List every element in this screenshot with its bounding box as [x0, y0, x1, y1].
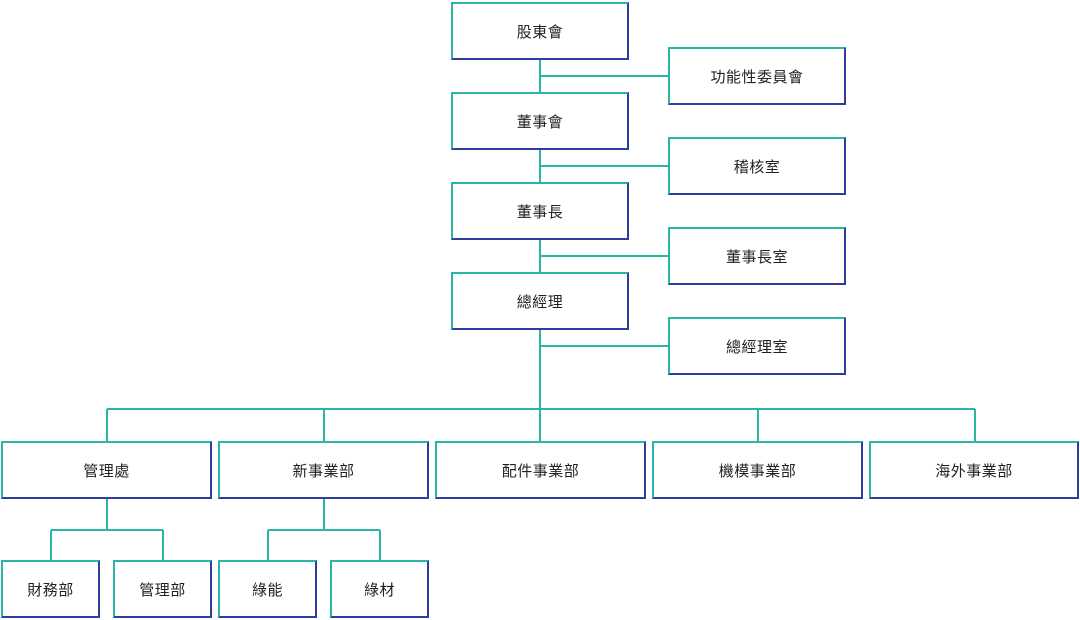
node-green-materials: 綠材 — [330, 560, 429, 618]
node-board: 董事會 — [451, 92, 629, 150]
node-green-energy: 綠能 — [218, 560, 317, 618]
node-label: 總經理 — [516, 292, 564, 311]
node-label: 董事長室 — [725, 247, 788, 266]
node-chairman: 董事長 — [451, 182, 629, 240]
node-general-manager: 總經理 — [451, 272, 629, 330]
node-label: 海外事業部 — [935, 461, 1013, 480]
node-label: 稽核室 — [733, 157, 781, 176]
node-audit-office: 稽核室 — [668, 137, 846, 195]
node-finance-dept: 財務部 — [1, 560, 100, 618]
node-label: 財務部 — [27, 580, 74, 599]
node-parts-business-dept: 配件事業部 — [435, 441, 646, 499]
node-management-dept: 管理部 — [113, 560, 212, 618]
node-label: 綠能 — [251, 580, 283, 599]
node-label: 董事長 — [516, 202, 564, 221]
node-label: 總經理室 — [725, 337, 788, 356]
node-label: 配件事業部 — [501, 461, 580, 480]
node-label: 綠材 — [363, 580, 395, 599]
node-management-division: 管理處 — [1, 441, 212, 499]
node-chairman-office: 董事長室 — [668, 227, 846, 285]
node-label: 股東會 — [516, 22, 564, 41]
node-motorcycle-business-dept: 機模事業部 — [652, 441, 863, 499]
node-label: 管理處 — [83, 461, 130, 480]
node-label: 新事業部 — [292, 461, 355, 480]
node-label: 董事會 — [516, 112, 564, 131]
node-shareholders: 股東會 — [451, 2, 629, 60]
node-new-business-dept: 新事業部 — [218, 441, 429, 499]
node-label: 管理部 — [139, 580, 186, 599]
node-label: 功能性委員會 — [710, 67, 804, 86]
node-label: 機模事業部 — [718, 461, 797, 480]
node-functional-committee: 功能性委員會 — [668, 47, 846, 105]
node-gm-office: 總經理室 — [668, 317, 846, 375]
node-overseas-business-dept: 海外事業部 — [869, 441, 1079, 499]
